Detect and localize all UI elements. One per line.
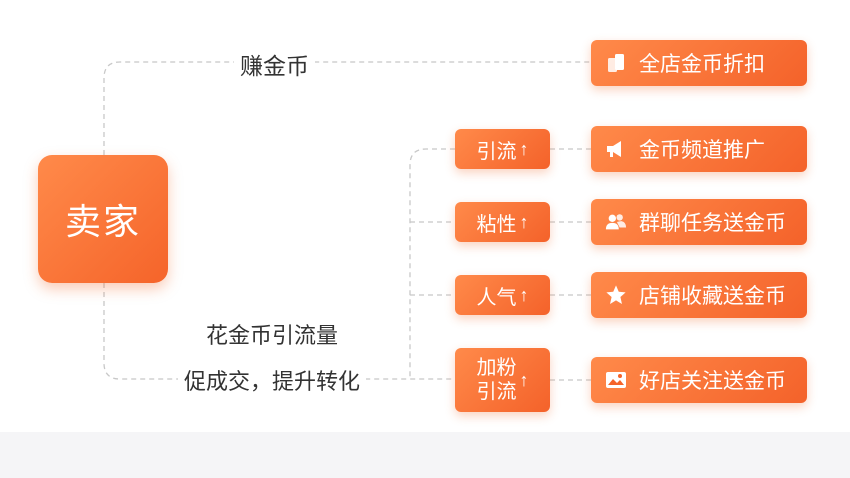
action-label: 好店关注送金币 [639, 370, 786, 393]
action-group-chat-coins: 群聊任务送金币 [591, 199, 807, 245]
connector-earn [103, 61, 590, 155]
action-label: 店铺收藏送金币 [639, 285, 786, 308]
connector-spend [103, 283, 455, 380]
tag-follower-traffic: 加粉 引流 ↑ [455, 348, 550, 412]
up-arrow-icon: ↑ [519, 284, 529, 305]
action-store-coin-discount: 全店金币折扣 [591, 40, 807, 86]
group-chat-icon [605, 211, 627, 233]
action-label: 群聊任务送金币 [639, 212, 786, 235]
connector-trunk [409, 148, 455, 379]
seller-label: 卖家 [64, 201, 141, 242]
seller-node: 卖家 [38, 155, 168, 283]
up-arrow-icon: ↑ [519, 138, 529, 159]
coin-stack-icon [605, 52, 627, 74]
tag-traffic: 引流↑ [455, 129, 550, 169]
action-follow-store-coins: 好店关注送金币 [591, 357, 807, 403]
action-label: 全店金币折扣 [639, 53, 765, 76]
up-arrow-icon: ↑ [519, 369, 529, 390]
tag-label-line1: 加粉 [476, 357, 517, 379]
tag-label: 引流 [476, 140, 517, 163]
star-icon [605, 284, 627, 306]
bottom-band [0, 432, 850, 478]
action-label: 金币频道推广 [639, 139, 765, 162]
tag-label: 人气 [476, 286, 517, 309]
tag-label: 粘性 [476, 213, 517, 236]
tag-stickiness: 粘性↑ [455, 202, 550, 242]
megaphone-icon [605, 138, 627, 160]
earn-coins-caption: 赚金币 [234, 47, 315, 81]
spend-caption-line2: 促成交，提升转化 [178, 364, 367, 396]
tag-popularity: 人气↑ [455, 275, 550, 315]
action-store-favorite-coins: 店铺收藏送金币 [591, 272, 807, 318]
up-arrow-icon: ↑ [519, 211, 529, 232]
action-coin-channel-promo: 金币频道推广 [591, 126, 807, 172]
tag-label-line2: 引流 [476, 381, 517, 403]
spend-caption-line1: 花金币引流量 [200, 318, 345, 350]
image-icon [605, 369, 627, 391]
